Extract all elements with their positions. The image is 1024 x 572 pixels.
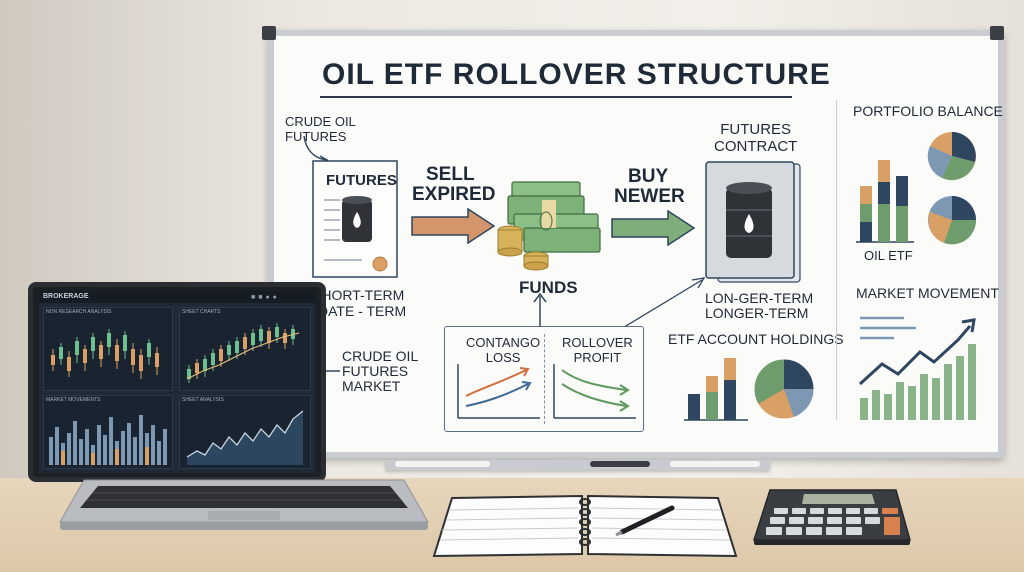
- crude-oil-futures-label: CRUDE OIL FUTURES: [285, 114, 356, 144]
- rollover-profit-chart: [553, 364, 636, 419]
- spiral-notebook: [432, 494, 738, 558]
- panel-4-title: SHEET ANALYSIS: [182, 397, 224, 403]
- up-arrow-icon: [533, 292, 547, 328]
- panel-1-title: NON RESEARCH ANALYSIS: [46, 309, 112, 315]
- marker-tray: [385, 460, 770, 470]
- window-controls-icon[interactable]: ■■●●: [251, 294, 280, 301]
- calculator: [752, 489, 911, 545]
- longer-term-label-2: LONGER-TERM: [705, 305, 809, 321]
- board-corner: [990, 26, 1004, 40]
- marker: [670, 461, 760, 467]
- portfolio-balance-chart: [856, 132, 977, 245]
- app-titlebar: [39, 291, 315, 303]
- sell-arrow-icon: [411, 208, 496, 244]
- futures-contract-label: FUTURES CONTRACT: [714, 121, 798, 155]
- title-underline: [320, 96, 792, 98]
- board-corner: [262, 26, 276, 40]
- laptop-keyboard: [59, 479, 429, 530]
- volume-chart: [49, 415, 167, 465]
- contango-loss-label: CONTANGO LOSS: [466, 335, 541, 365]
- app-name[interactable]: BROKERAGE: [43, 293, 89, 300]
- candlestick-chart-1: [51, 329, 159, 379]
- candlestick-chart-2: [186, 323, 300, 383]
- short-term-label: SHORT-TERM: [312, 287, 405, 303]
- box-divider: [544, 334, 545, 424]
- date-term-label: DATE - TERM: [318, 303, 407, 319]
- rollover-profit-label: ROLLOVER PROFIT: [562, 335, 633, 365]
- contango-loss-chart: [457, 364, 540, 419]
- etf-holdings-chart: [684, 358, 815, 421]
- market-movement-label: MARKET MOVEMENT: [856, 285, 999, 301]
- funds-label: FUNDS: [519, 278, 578, 297]
- longer-term-label-1: LON-GER-TERM: [705, 290, 814, 306]
- area-chart: [186, 410, 304, 465]
- marker: [395, 461, 490, 467]
- board-title: OIL ETF ROLLOVER STRUCTURE: [322, 58, 831, 91]
- buy-label: BUY: [628, 166, 669, 187]
- trading-dashboard: BROKERAGE ■■●● NON RESEARCH ANALYSIS SHE…: [39, 291, 315, 473]
- crude-oil-market-label: CRUDE OIL FUTURES MARKET: [342, 348, 419, 394]
- right-divider: [836, 100, 837, 420]
- sell-label: SELL: [426, 164, 475, 185]
- laptop-screen: BROKERAGE ■■●● NON RESEARCH ANALYSIS SHE…: [28, 282, 326, 482]
- marker: [590, 461, 650, 467]
- expired-label: EXPIRED: [412, 184, 496, 205]
- buy-arrow-icon: [611, 210, 696, 246]
- oil-etf-label: OIL ETF: [864, 248, 913, 263]
- futures-document-icon: [312, 160, 398, 278]
- futures-doc-label: FUTURES: [326, 172, 397, 189]
- chart-panel-1[interactable]: [43, 307, 173, 391]
- etf-holdings-label: ETF ACCOUNT HOLDINGS: [668, 331, 844, 347]
- futures-contract-icon: [705, 161, 801, 283]
- portfolio-balance-label: PORTFOLIO BALANCE: [853, 103, 1003, 119]
- panel-2-title: SHEET CHARTS: [182, 309, 221, 315]
- market-movement-chart: [858, 316, 976, 420]
- panel-3-title: MARKET MOVEMENTS: [46, 397, 101, 403]
- newer-label: NEWER: [614, 186, 685, 207]
- money-stack-icon: [497, 181, 601, 271]
